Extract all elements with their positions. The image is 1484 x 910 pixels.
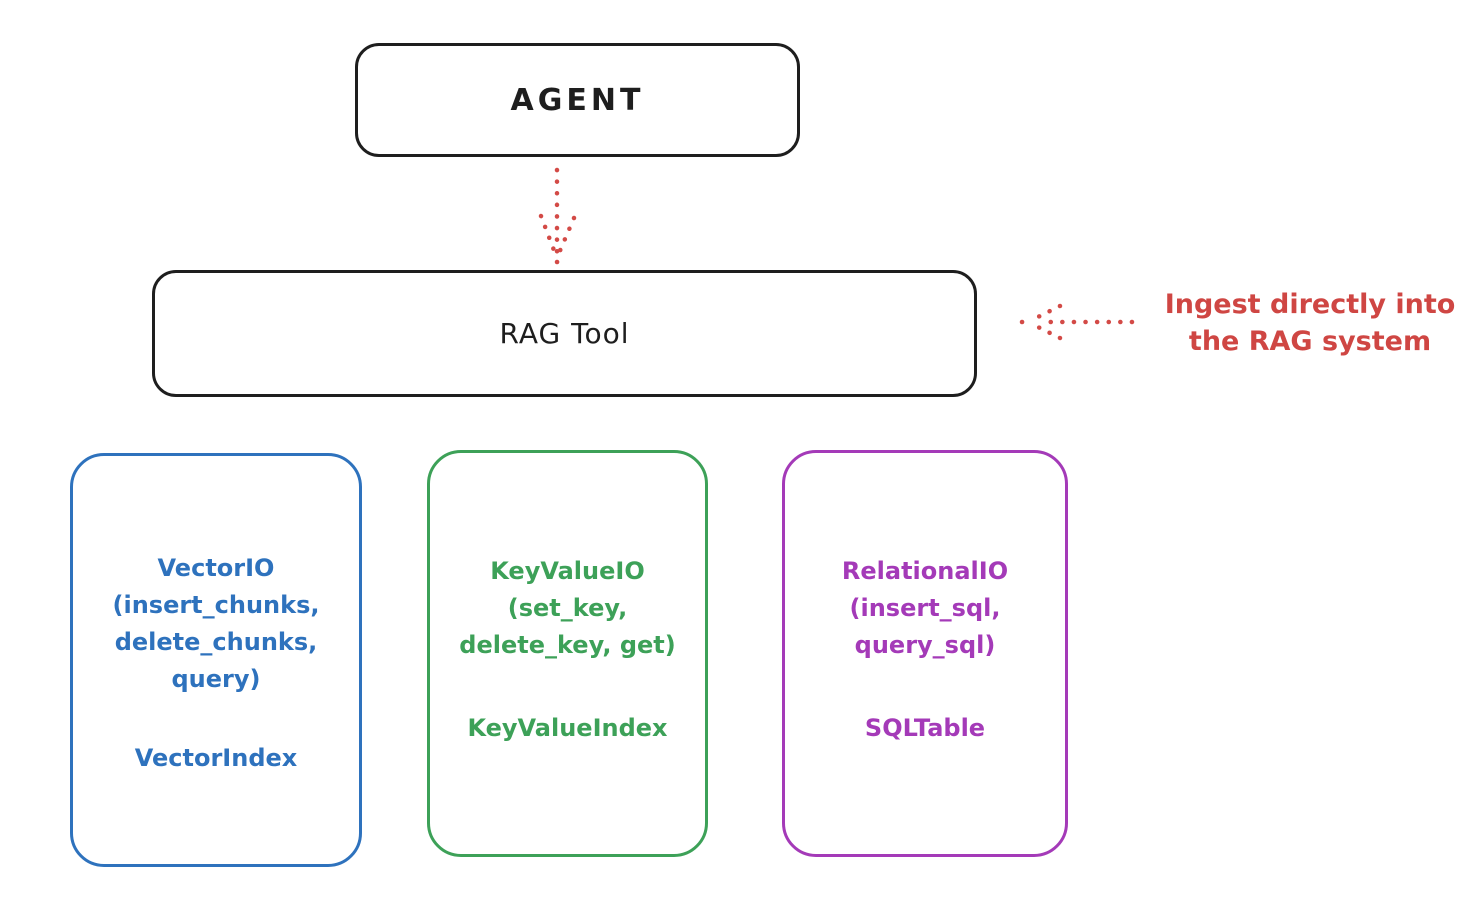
sql-table-label: SQLTable <box>864 714 986 742</box>
keyvalue-io-lines: KeyValueIO (set_key, delete_key, get) <box>430 553 705 664</box>
rag-tool-box-label: RAG Tool <box>499 317 630 350</box>
keyvalue-io-line: (set_key, <box>507 594 628 622</box>
relational-io-line: RelationalIO <box>841 557 1009 585</box>
dotted-arrow-left-icon <box>1019 303 1135 341</box>
keyvalue-index-label: KeyValueIndex <box>467 714 668 742</box>
keyvalue-io-line: delete_key, get) <box>459 631 676 659</box>
relational-io-lines: RelationalIO (insert_sql, query_sql) <box>785 553 1065 664</box>
vector-io-line: VectorIO <box>157 554 275 582</box>
vector-io-lines: VectorIO (insert_chunks, delete_chunks, … <box>73 550 359 698</box>
keyvalue-io-box: KeyValueIO (set_key, delete_key, get) Ke… <box>427 450 708 857</box>
agent-box: AGENT <box>355 43 800 157</box>
agent-box-label: AGENT <box>510 82 645 118</box>
ingest-annotation: Ingest directly into the RAG system <box>1140 286 1480 360</box>
dotted-arrow-down-icon <box>538 167 577 265</box>
vector-index-label: VectorIndex <box>134 744 298 772</box>
relational-io-line: (insert_sql, <box>849 594 1001 622</box>
rag-tool-box: RAG Tool <box>152 270 977 397</box>
ingest-annotation-line1: Ingest directly into <box>1164 289 1456 320</box>
ingest-annotation-line2: the RAG system <box>1188 326 1432 357</box>
vector-io-line: delete_chunks, <box>114 628 318 656</box>
vector-io-box: VectorIO (insert_chunks, delete_chunks, … <box>70 453 362 867</box>
vector-io-line: (insert_chunks, <box>112 591 320 619</box>
relational-io-line: query_sql) <box>854 631 996 659</box>
vector-io-line: query) <box>171 665 261 693</box>
keyvalue-io-line: KeyValueIO <box>490 557 645 585</box>
relational-io-box: RelationalIO (insert_sql, query_sql) SQL… <box>782 450 1068 857</box>
